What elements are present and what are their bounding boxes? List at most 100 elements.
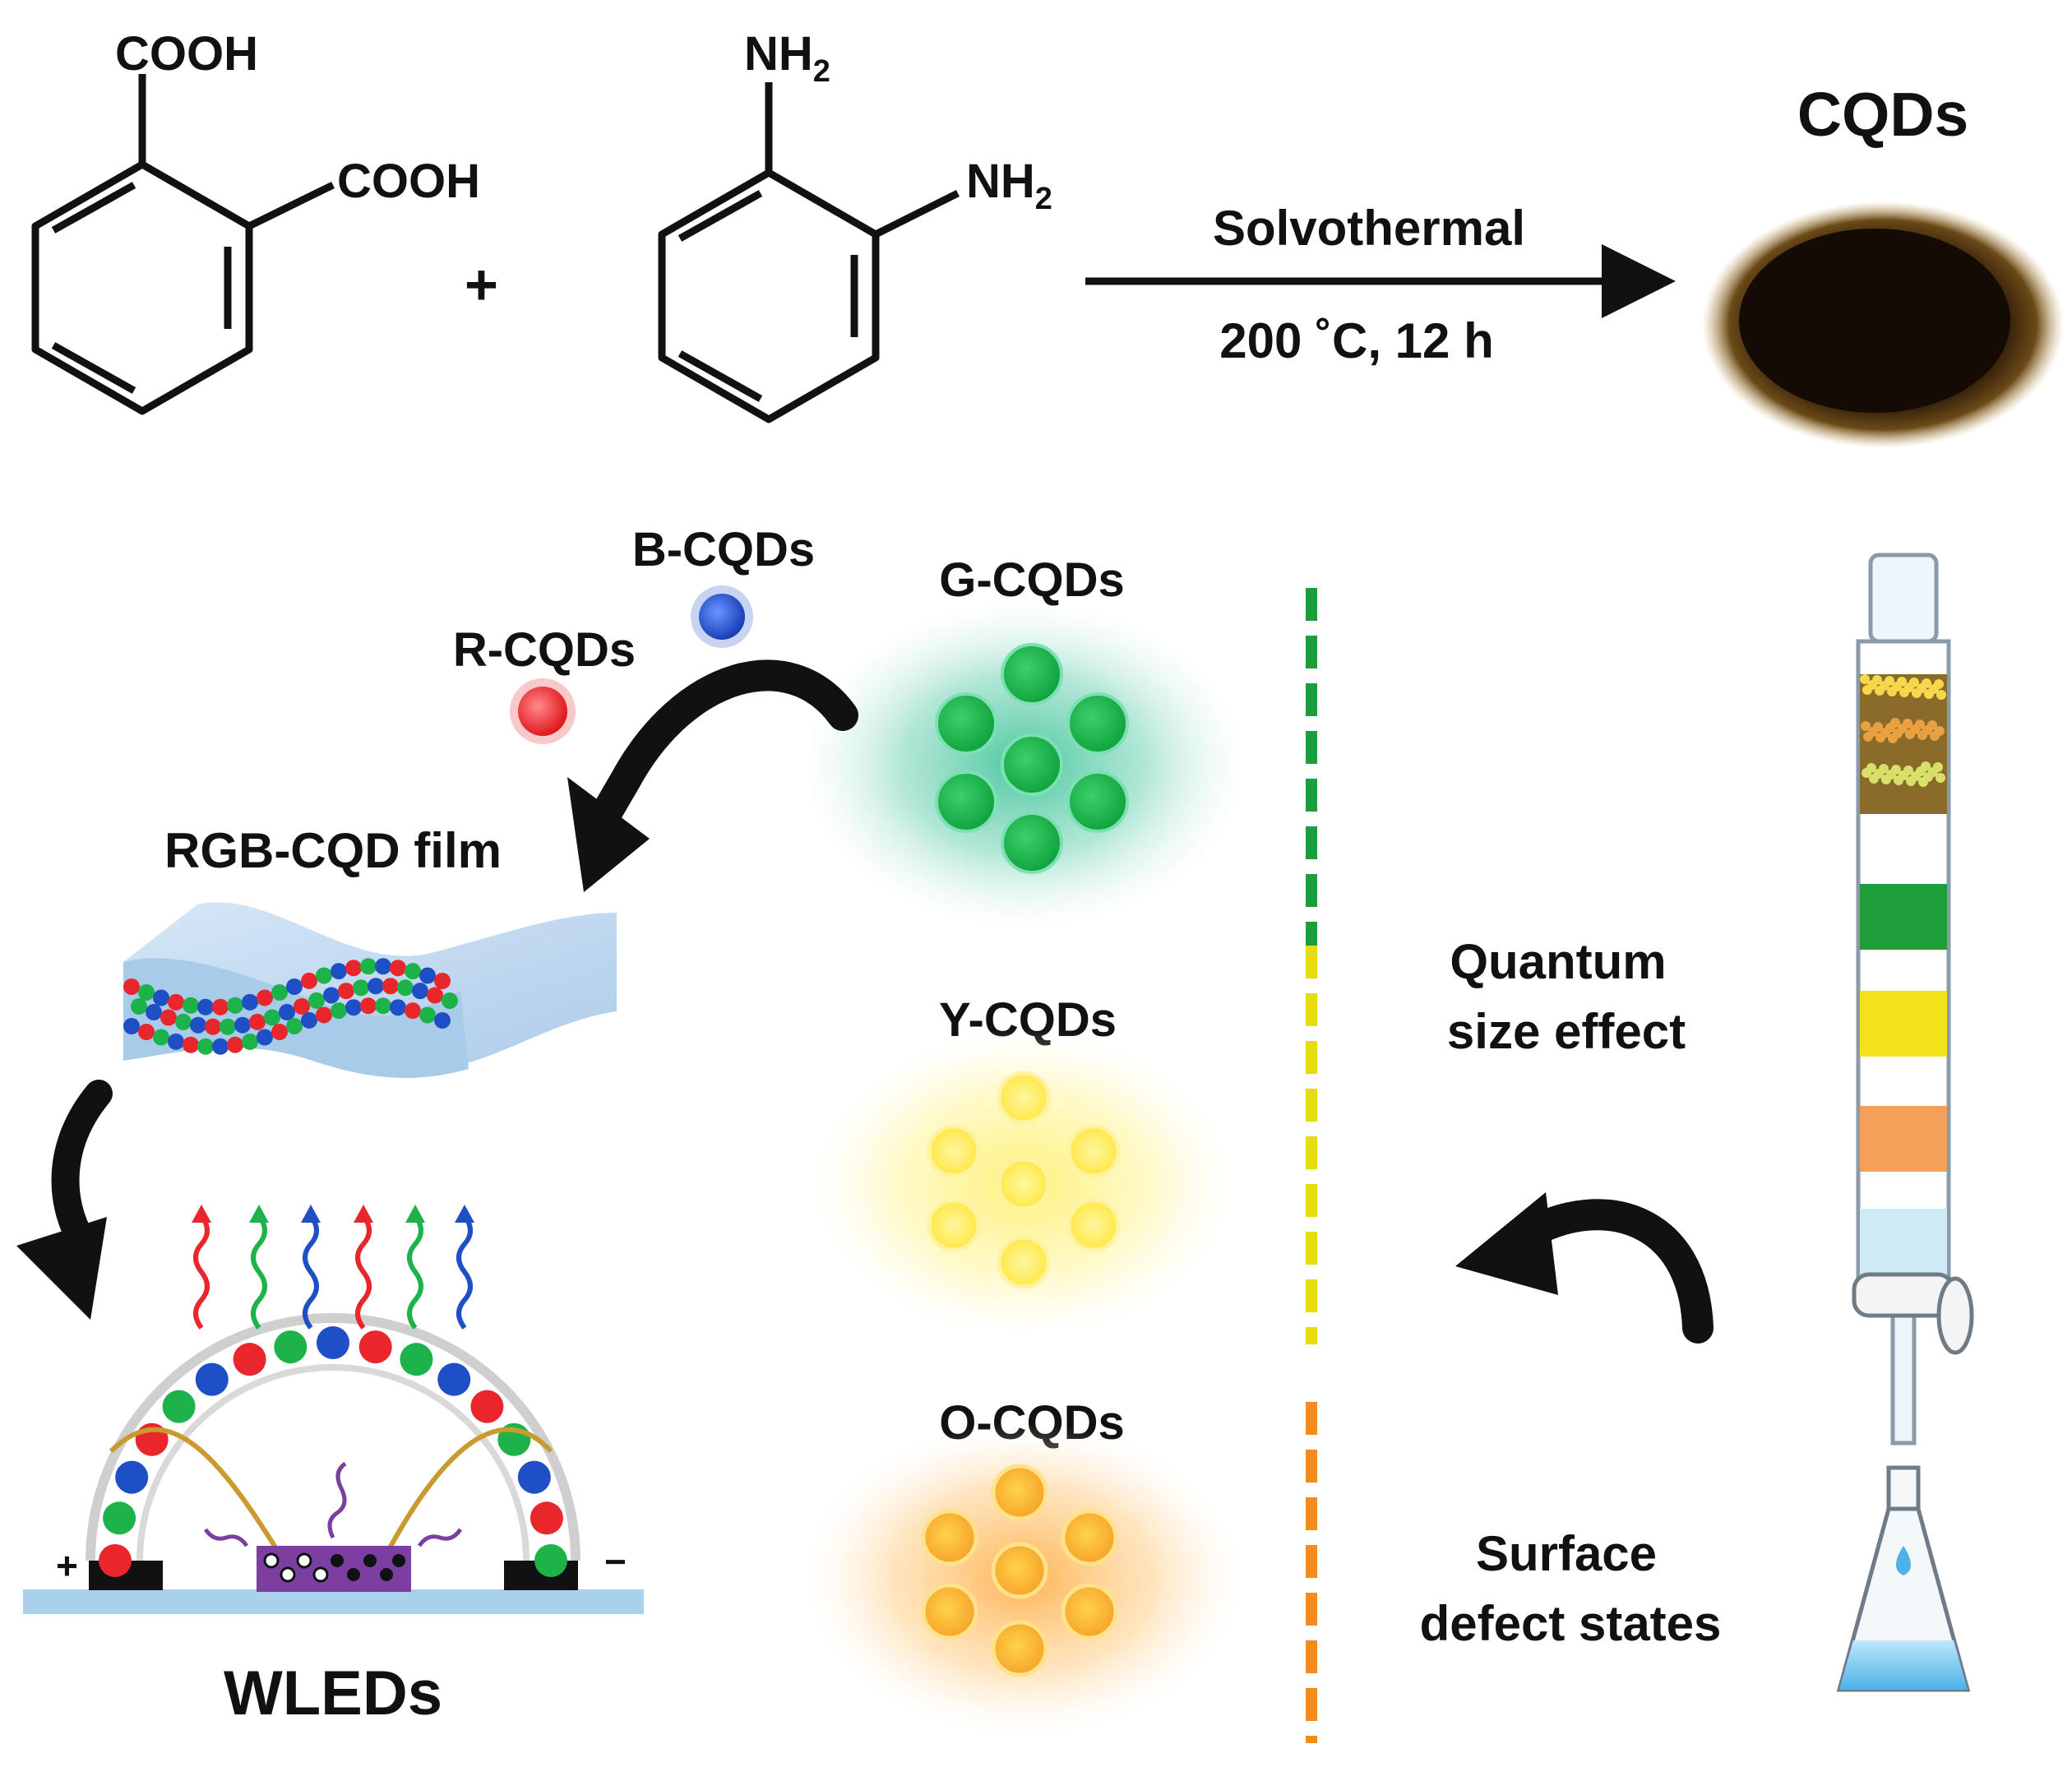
film-cqd-dot (345, 960, 362, 977)
emission-wave (456, 1214, 473, 1330)
film-cqd-dot (345, 999, 362, 1016)
silica-speck (1862, 768, 1871, 778)
emission-wave-arrowhead (405, 1205, 425, 1223)
emission-wave-arrowhead (354, 1205, 373, 1223)
film-cqd-dot (160, 1009, 177, 1026)
film-cqd-dot (405, 963, 421, 980)
film-cqd-dot (390, 999, 406, 1016)
film-cqd-dot (227, 997, 243, 1014)
emission-wave (355, 1214, 372, 1330)
silica-speck (1906, 776, 1916, 786)
dome-cqd-dot (534, 1544, 567, 1577)
dome-cqd-dot (317, 1326, 349, 1359)
film-cqd-dot (183, 997, 199, 1014)
film-label: RGB-CQD film (164, 823, 502, 878)
curved-arrow-to-film-head (567, 777, 650, 892)
film-cqd-dot (220, 1018, 236, 1035)
orange-cqd-cluster (921, 1464, 1118, 1677)
device-label: WLEDs (224, 1658, 442, 1728)
film-cqd-dot (168, 993, 184, 1011)
film-cqd-dot (234, 1016, 251, 1034)
film-cqd-dot (286, 978, 303, 995)
emission-wave-arrowhead (192, 1205, 211, 1223)
film-cqd-dot (205, 1018, 221, 1035)
silica-speck (1894, 775, 1903, 785)
chromatography-column (1852, 553, 1974, 1446)
film-cqd-dot (138, 1024, 155, 1041)
film-cqd-dot (242, 993, 258, 1011)
film-cqd-dot (301, 972, 317, 989)
red-cqd-dot-core (518, 687, 567, 736)
curved-arrow-film-to-device (51, 1080, 113, 1256)
film-cqd-dot (360, 997, 377, 1015)
dome-cqd-dot (530, 1501, 563, 1535)
emission-wave-arrowhead (301, 1205, 321, 1223)
dome-cqd-dot (162, 1390, 196, 1423)
method-label: Solvothermal (1213, 201, 1525, 256)
conditions-label: 200 ˚C, 12 h (1219, 313, 1494, 368)
reactant2-nh2-top: NH2 (744, 27, 830, 89)
film-cqd-dot (175, 1013, 192, 1030)
film-cqd-dot (212, 998, 229, 1015)
mechanism-lower-line2: defect states (1420, 1596, 1722, 1651)
curved-arrow-column-to-fractions-head (1455, 1192, 1558, 1295)
mechanism-upper-line1: Quantum (1450, 934, 1666, 989)
drop (1896, 1546, 1911, 1575)
film-cqd-dot (316, 1006, 332, 1024)
silica-speck (1905, 729, 1915, 739)
film-cqd-dot (331, 1002, 347, 1020)
silica-speck (1899, 687, 1909, 697)
green-band (1860, 884, 1947, 950)
dome-cqd-layer (99, 1326, 567, 1577)
bond-wire-right (384, 1427, 553, 1556)
emission-wave (407, 1214, 423, 1330)
film-cqd-dot (131, 998, 147, 1015)
film-cqd-dot (434, 1012, 451, 1029)
film-cqd-dot (390, 960, 406, 977)
film-cqd-dot (419, 967, 436, 984)
film-cqd-dot (257, 989, 273, 1006)
dome-cqd-dot (99, 1544, 132, 1577)
silica-speck (1861, 721, 1871, 731)
film-cqd-dot (279, 1004, 295, 1021)
bond-wire-left (109, 1427, 282, 1556)
cqd-powder-image (1702, 201, 2064, 448)
film-cqd-dot (183, 1036, 199, 1053)
silica-speck (1924, 689, 1934, 699)
film-cqd-dot (123, 1018, 140, 1034)
fraction-label-b-cqds: B-CQDs (632, 523, 815, 576)
fraction-label-g-cqds: G-CQDs (939, 553, 1125, 607)
silica-speck (1917, 730, 1927, 740)
emission-wave (303, 1214, 319, 1330)
emission-wave-arrowhead (249, 1205, 269, 1223)
dome-cqd-dot (517, 1460, 551, 1494)
curved-arrow-column-to-fractions (1514, 1199, 1714, 1344)
film-cqd-dot (264, 1009, 280, 1026)
dome-cqd-dot (274, 1330, 308, 1364)
dome-cqd-dot (195, 1362, 229, 1396)
film-cqd-dot (368, 978, 384, 995)
emission-wave-arrowhead (455, 1205, 474, 1223)
curved-arrow-to-film (580, 659, 858, 846)
fraction-label-r-cqds: R-CQDs (453, 623, 636, 677)
film-cqd-dot (360, 958, 377, 975)
reactant1-cooh-top: COOH (115, 27, 258, 81)
film-cqd-dot (294, 997, 310, 1015)
phthalic-acid-structure (31, 74, 335, 415)
silica-speck (1875, 686, 1885, 696)
film-cqd-dot (338, 983, 354, 1000)
film-cqd-dot (197, 998, 214, 1015)
film-cqd-dot (301, 1011, 317, 1029)
device-substrate (23, 1589, 644, 1614)
orange-band (1860, 1106, 1947, 1172)
film-cqd-dot (190, 1016, 206, 1034)
film-cqd-dot (353, 979, 369, 997)
silica-speck (1888, 733, 1898, 743)
emission-wave (251, 1214, 267, 1330)
film-cqd-dot (316, 967, 332, 984)
mechanism-upper-line2: size effect (1447, 1004, 1686, 1059)
dome-cqd-dot (358, 1330, 392, 1364)
silica-speck (1862, 685, 1872, 695)
film-cqd-dot (138, 984, 155, 1001)
film-cqd-dot (331, 963, 347, 980)
